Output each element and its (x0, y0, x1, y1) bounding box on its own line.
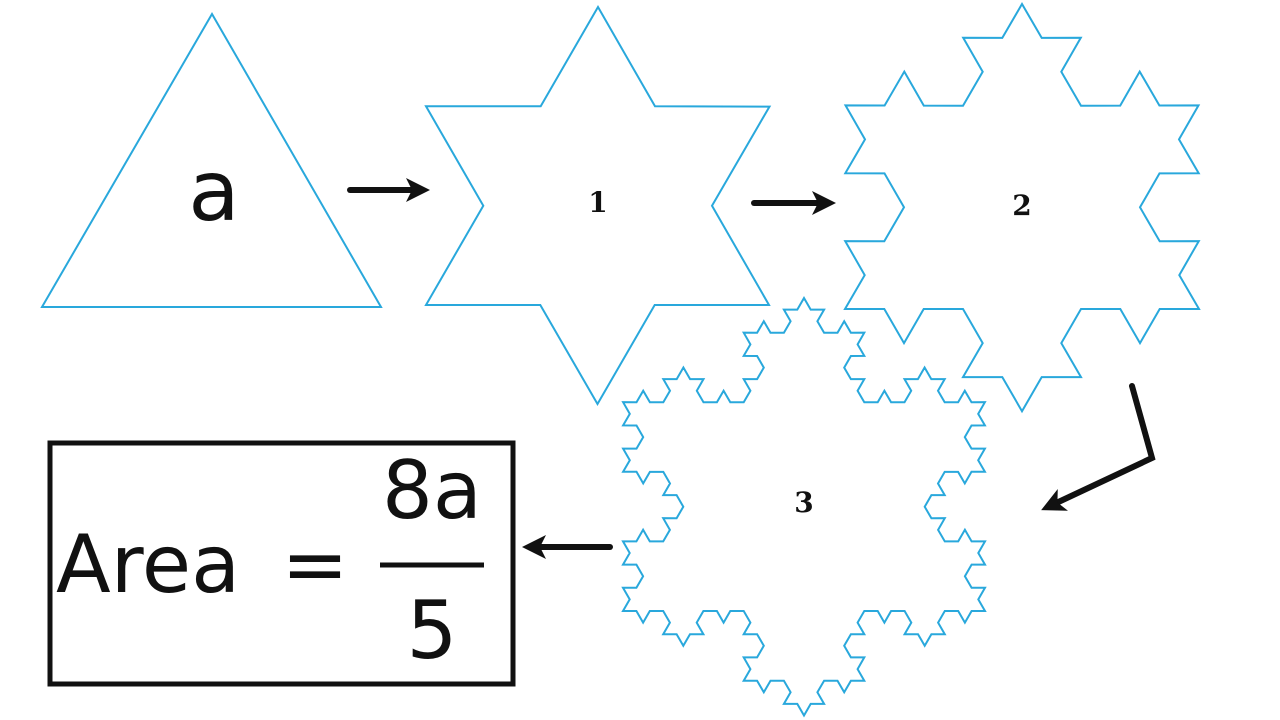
fraction-numerator: 8a (382, 444, 482, 537)
area-label: Area (56, 518, 240, 611)
snowflake-stage-3 (621, 296, 987, 718)
fraction-denominator: 5 (407, 584, 458, 677)
stage-2-label: 2 (1012, 189, 1031, 222)
equals-sign: = (281, 518, 348, 611)
arrow-bent-down-left-icon (1041, 383, 1156, 511)
stage-3-label: 3 (794, 486, 813, 519)
triangle-stage-0 (40, 12, 383, 308)
side-length-label: a (188, 142, 239, 240)
snowflake-stage-1 (424, 4, 772, 406)
snowflake-stage-2 (843, 2, 1201, 414)
stage-1-label: 1 (588, 186, 607, 219)
area-formula-box (47, 440, 516, 687)
